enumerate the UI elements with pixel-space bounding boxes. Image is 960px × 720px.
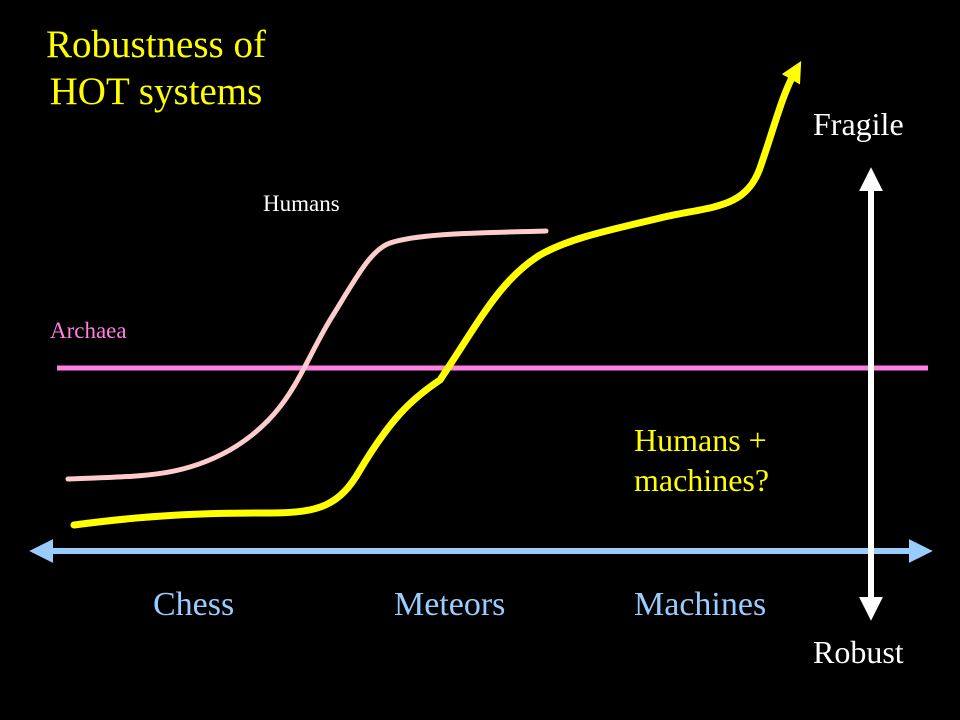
category-machines: Machines [634,586,767,623]
category-chess: Chess [153,586,235,623]
slide-title: Robustness of HOT systems [46,22,266,116]
annotation-line-1: Humans + [634,422,767,458]
title-line-1: Robustness of [46,23,266,66]
machines-curve [70,61,802,529]
archaea-line-label: Archaea [50,318,127,343]
humans-curve [65,228,549,482]
humans-curve-label: Humans [263,191,340,216]
robust-label: Robust [813,634,904,670]
title-line-2: HOT systems [49,69,263,113]
fragile-label: Fragile [813,106,904,142]
humans-machines-annotation: Humans + machines? [634,420,769,500]
category-meteors: Meteors [394,586,506,623]
annotation-line-2: machines? [634,462,770,498]
